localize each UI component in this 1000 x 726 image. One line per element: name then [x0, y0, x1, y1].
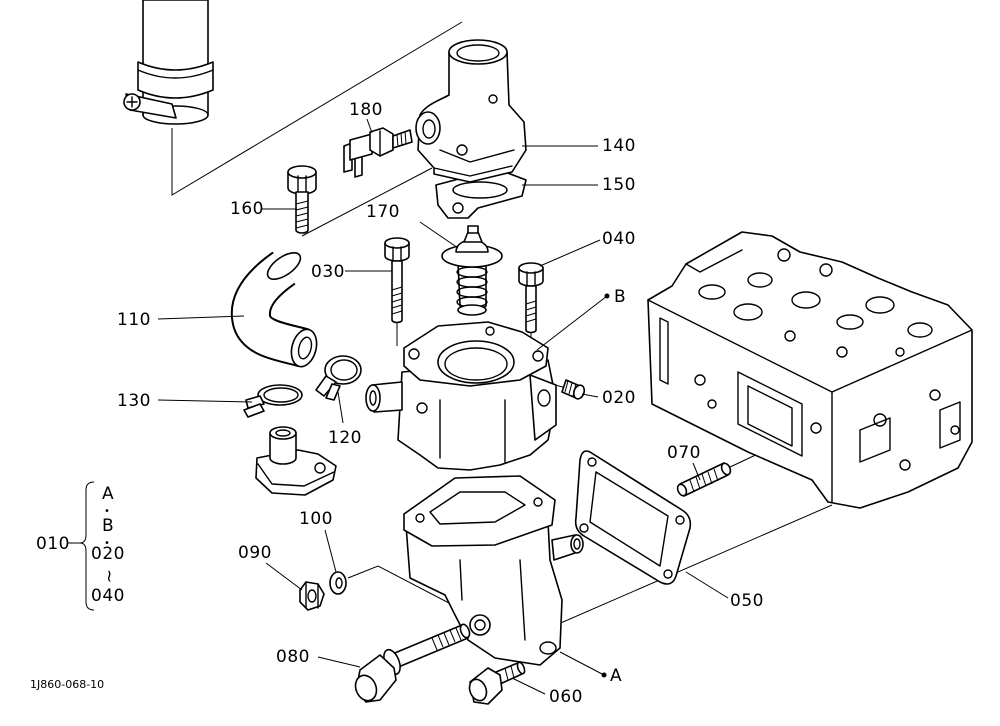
callout-140: 140: [602, 136, 636, 156]
callout-030: 030: [311, 262, 345, 282]
leader-a: [559, 651, 605, 676]
temperature-sensor: [343, 127, 413, 178]
leader-130: [157, 399, 253, 403]
leader-110: [157, 315, 245, 320]
callout-040: 040: [602, 229, 636, 249]
water-flange: [403, 475, 584, 666]
washer: [329, 571, 347, 595]
callout-060: 060: [549, 687, 583, 707]
leader-180: [366, 118, 373, 134]
leader-090: [265, 562, 303, 591]
legend-line-a: A: [102, 484, 114, 504]
leader-120: [337, 391, 344, 424]
bypass-hose: [230, 251, 318, 368]
thermostat-housing: [365, 321, 557, 471]
leader-b: [536, 295, 608, 351]
legend-separator-2: •: [104, 538, 110, 549]
reference-dot-a: [601, 672, 607, 678]
callout-070: 070: [667, 443, 701, 463]
callout-150: 150: [602, 175, 636, 195]
callout-180: 180: [349, 100, 383, 120]
leader-040: [539, 239, 601, 267]
cylinder-head: [647, 231, 973, 509]
callout-130: 130: [117, 391, 151, 411]
cover-bolt: [287, 165, 317, 234]
leader-020: [581, 393, 599, 398]
hose-band-clamp: [123, 61, 214, 119]
callout-050: 050: [730, 591, 764, 611]
reference-label-b: B: [614, 287, 626, 307]
callout-080: 080: [276, 647, 310, 667]
callout-170: 170: [366, 202, 400, 222]
long-bolt: [354, 623, 471, 703]
leader-070: [692, 462, 701, 481]
legend-number: 010: [36, 534, 70, 554]
water-outlet-flange: [255, 426, 337, 496]
legend-bracket: [68, 481, 95, 611]
head-stud: [676, 462, 732, 497]
callout-160: 160: [230, 199, 264, 219]
leader-170: [419, 221, 459, 249]
legend-line-b: B: [102, 516, 114, 536]
legend-separator-1: •: [104, 506, 110, 517]
callout-100: 100: [299, 509, 333, 529]
hose-clamp-lower: [243, 384, 303, 418]
thermostat-cover: [415, 39, 527, 183]
leader-lines: [157, 118, 729, 695]
leader-080: [317, 656, 361, 668]
reference-lines: [171, 21, 833, 633]
callout-labels: 180 140 150 160 170 040 030 B 110 020 13…: [117, 100, 764, 707]
leader-100: [324, 529, 337, 573]
callout-020: 020: [602, 388, 636, 408]
reference-dot-b: [604, 293, 610, 299]
hose-clamp-upper: [315, 355, 362, 401]
housing-stud: [561, 379, 586, 400]
nut: [299, 581, 325, 611]
callout-120: 120: [328, 428, 362, 448]
legend-range-mark: ~: [99, 569, 119, 584]
callout-110: 110: [117, 310, 151, 330]
leader-050: [685, 571, 729, 599]
short-bolt: [468, 661, 526, 705]
water-flange-gasket: [574, 450, 692, 585]
reference-label-a: A: [610, 666, 622, 686]
assembly-legend: 010 A • B • 020 ~ 040: [36, 481, 125, 611]
leader-060: [511, 677, 546, 695]
housing-bolt-right: [518, 262, 544, 334]
legend-line-040: 040: [91, 586, 125, 606]
housing-bolt-left: [384, 237, 410, 324]
callout-090: 090: [238, 543, 272, 563]
legend-line-020: 020: [91, 544, 125, 564]
thermostat: [441, 225, 503, 316]
figure-code: 1J860-068-10: [30, 678, 104, 691]
